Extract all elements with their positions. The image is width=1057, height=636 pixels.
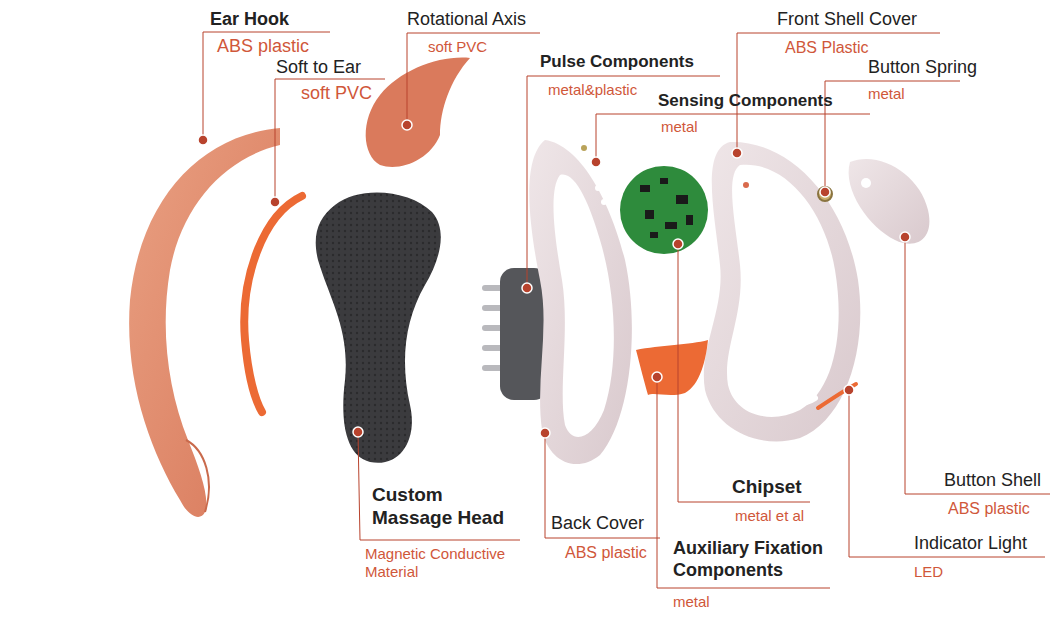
button-spring: [818, 187, 832, 201]
material-label: metal et al: [735, 507, 804, 525]
material-label: ABS plastic: [217, 36, 309, 58]
auxiliary-fixation: [636, 340, 708, 395]
material-label: ABS Plastic: [785, 38, 869, 57]
pulse-components: [482, 268, 548, 400]
part-name: Front Shell Cover: [777, 9, 917, 31]
material-label: ABS plastic: [565, 543, 647, 562]
circuit-board: [620, 166, 708, 254]
part-name: Sensing Components: [658, 91, 833, 111]
material-label: soft PVC: [428, 38, 487, 56]
part-name: Button Spring: [868, 57, 977, 79]
part-name: Button Shell: [944, 470, 1041, 492]
material-label: Magnetic Conductive Material: [365, 545, 515, 581]
material-label: ABS plastic: [948, 499, 1030, 518]
part-name: Pulse Components: [540, 52, 694, 72]
material-label: metal: [673, 593, 710, 611]
part-name: Ear Hook: [210, 9, 289, 31]
indicator-light: [818, 384, 856, 408]
part-name: Indicator Light: [914, 533, 1027, 555]
ear-hook-edge: [186, 440, 209, 512]
part-name: Chipset: [732, 476, 802, 499]
soft-ear-strip: [244, 196, 302, 412]
leader-dots: [198, 120, 910, 438]
part-name: Soft to Ear: [276, 57, 361, 79]
back-cover: [529, 140, 632, 464]
part-name: Custom Massage Head: [372, 484, 512, 530]
leader-lines: [203, 32, 1050, 588]
part-name: Auxiliary Fixation Components: [673, 538, 853, 581]
material-label: metal&plastic: [548, 81, 637, 99]
massage-head: [316, 192, 441, 462]
material-label: LED: [914, 563, 943, 581]
material-label: soft PVC: [301, 83, 372, 105]
ear-hook: [129, 128, 280, 517]
front-shell-cover: [704, 142, 860, 442]
part-name: Rotational Axis: [407, 9, 526, 31]
part-name: Back Cover: [551, 513, 644, 535]
button-shell: [849, 159, 930, 244]
material-label: metal: [661, 118, 698, 136]
material-label: metal: [868, 85, 905, 103]
rotational-axis: [366, 58, 470, 167]
